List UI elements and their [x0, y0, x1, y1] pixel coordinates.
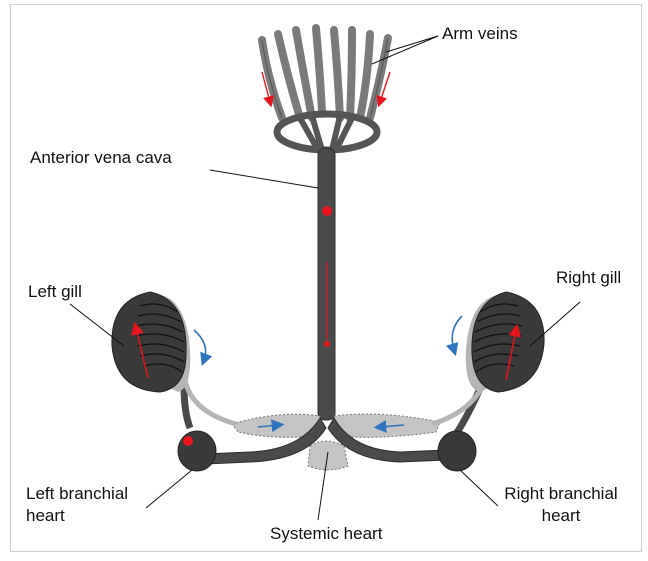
- left-branchial-red-cell: [183, 436, 193, 446]
- label-right-gill: Right gill: [556, 268, 621, 288]
- right-gill-blue-arrow: [452, 316, 462, 350]
- right-gill: [472, 292, 544, 392]
- left-gill: [112, 292, 186, 392]
- right-branchial-heart: [438, 431, 476, 471]
- red-blood-cell-lower: [324, 341, 330, 347]
- label-anterior-vena-cava: Anterior vena cava: [30, 148, 172, 168]
- left-branchial-heart: [178, 431, 216, 471]
- label-left-branchial-heart-line2: heart: [26, 506, 65, 526]
- label-systemic-heart: Systemic heart: [270, 524, 382, 544]
- left-gill-return-vessel: [184, 372, 236, 424]
- systemic-heart-shape: [308, 441, 348, 470]
- left-gill-blue-arrow: [194, 330, 206, 360]
- ring-connectors: [300, 116, 352, 150]
- label-left-branchial-heart-line1: Left branchial: [26, 484, 128, 504]
- label-right-branchial-heart-line2: heart: [488, 506, 634, 526]
- red-blood-cell-upper: [322, 206, 332, 216]
- label-left-gill: Left gill: [28, 282, 82, 302]
- arm-veins: [262, 28, 388, 118]
- label-arm-veins: Arm veins: [442, 24, 518, 44]
- label-right-branchial-heart-line1: Right branchial: [488, 484, 634, 504]
- arm-vein-ring: [277, 114, 377, 150]
